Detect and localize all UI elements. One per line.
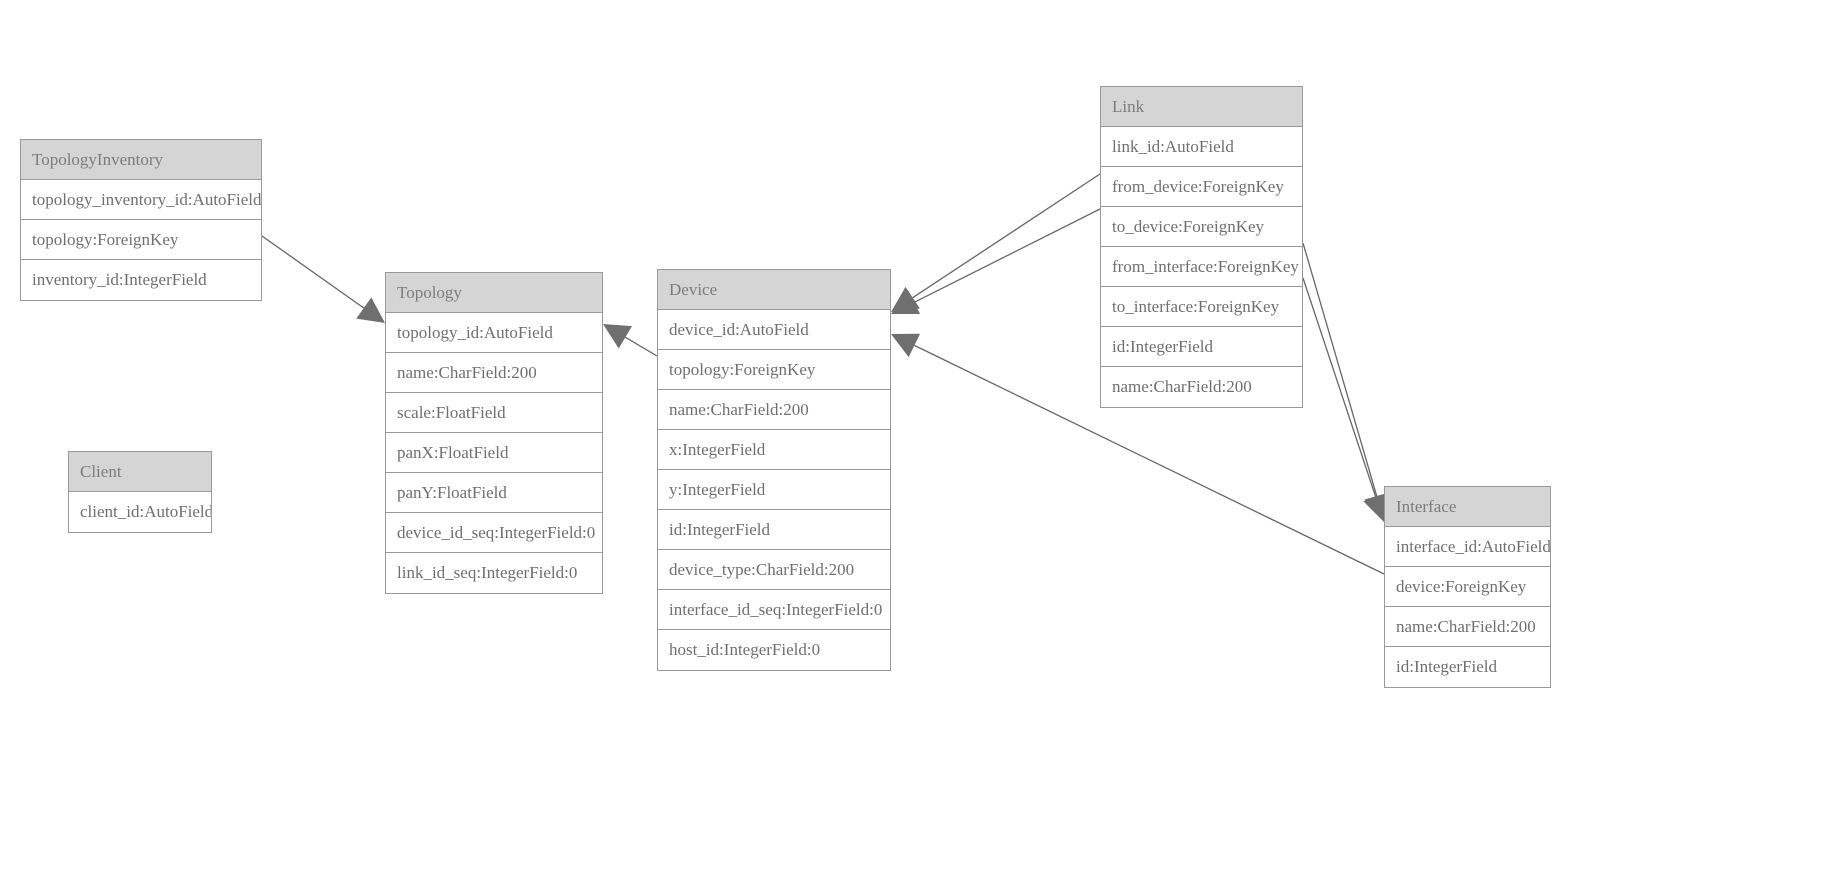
entity-field: device_id_seq:IntegerField:0	[386, 513, 602, 553]
entity-link[interactable]: Link link_id:AutoField from_device:Forei…	[1100, 86, 1303, 408]
entity-interface[interactable]: Interface interface_id:AutoField device:…	[1384, 486, 1551, 688]
entity-field: name:CharField:200	[1101, 367, 1302, 407]
relationship-arrowhead-icon	[891, 290, 921, 314]
entity-field: to_device:ForeignKey	[1101, 207, 1302, 247]
entity-field: from_device:ForeignKey	[1101, 167, 1302, 207]
entity-field: interface_id_seq:IntegerField:0	[658, 590, 890, 630]
entity-field: client_id:AutoField	[69, 492, 211, 532]
relationship-arrowhead-icon	[603, 324, 632, 349]
entity-field: name:CharField:200	[658, 390, 890, 430]
entity-field: panX:FloatField	[386, 433, 602, 473]
relationship-line	[1302, 277, 1377, 498]
entity-field: name:CharField:200	[386, 353, 602, 393]
entity-field: panY:FloatField	[386, 473, 602, 513]
entity-title: TopologyInventory	[21, 140, 261, 180]
entity-field: id:IntegerField	[658, 510, 890, 550]
relationship-line	[1302, 242, 1378, 497]
entity-field: y:IntegerField	[658, 470, 890, 510]
entity-field: topology:ForeignKey	[658, 350, 890, 390]
entity-title: Client	[69, 452, 211, 492]
entity-title: Interface	[1385, 487, 1550, 527]
entity-field: topology_inventory_id:AutoField	[21, 180, 261, 220]
entity-field: device_id:AutoField	[658, 310, 890, 350]
entity-field: inventory_id:IntegerField	[21, 260, 261, 300]
entity-device[interactable]: Device device_id:AutoField topology:Fore…	[657, 269, 891, 671]
relationship-arrowhead-icon	[891, 286, 920, 312]
entity-field: x:IntegerField	[658, 430, 890, 470]
entity-field: id:IntegerField	[1101, 327, 1302, 367]
entity-field: scale:FloatField	[386, 393, 602, 433]
entity-field: name:CharField:200	[1385, 607, 1550, 647]
entity-field: from_interface:ForeignKey	[1101, 247, 1302, 287]
entity-field: link_id_seq:IntegerField:0	[386, 553, 602, 593]
relationship-line	[261, 235, 365, 309]
relationship-line	[912, 173, 1101, 299]
relationship-line	[625, 336, 658, 357]
relationship-line	[913, 208, 1101, 303]
entity-topologyinventory[interactable]: TopologyInventory topology_inventory_id:…	[20, 139, 262, 301]
entity-field: device:ForeignKey	[1385, 567, 1550, 607]
entity-field: interface_id:AutoField	[1385, 527, 1550, 567]
entity-title: Topology	[386, 273, 602, 313]
entity-field: id:IntegerField	[1385, 647, 1550, 687]
entity-field: host_id:IntegerField:0	[658, 630, 890, 670]
relationship-arrowhead-icon	[891, 333, 921, 358]
entity-field: to_interface:ForeignKey	[1101, 287, 1302, 327]
entity-topology[interactable]: Topology topology_id:AutoField name:Char…	[385, 272, 603, 594]
relationship-arrowhead-icon	[356, 297, 385, 323]
entity-field: link_id:AutoField	[1101, 127, 1302, 167]
entity-field: topology_id:AutoField	[386, 313, 602, 353]
entity-title: Device	[658, 270, 890, 310]
entity-client[interactable]: Client client_id:AutoField	[68, 451, 212, 533]
entity-field: device_type:CharField:200	[658, 550, 890, 590]
entity-field: topology:ForeignKey	[21, 220, 261, 260]
entity-title: Link	[1101, 87, 1302, 127]
